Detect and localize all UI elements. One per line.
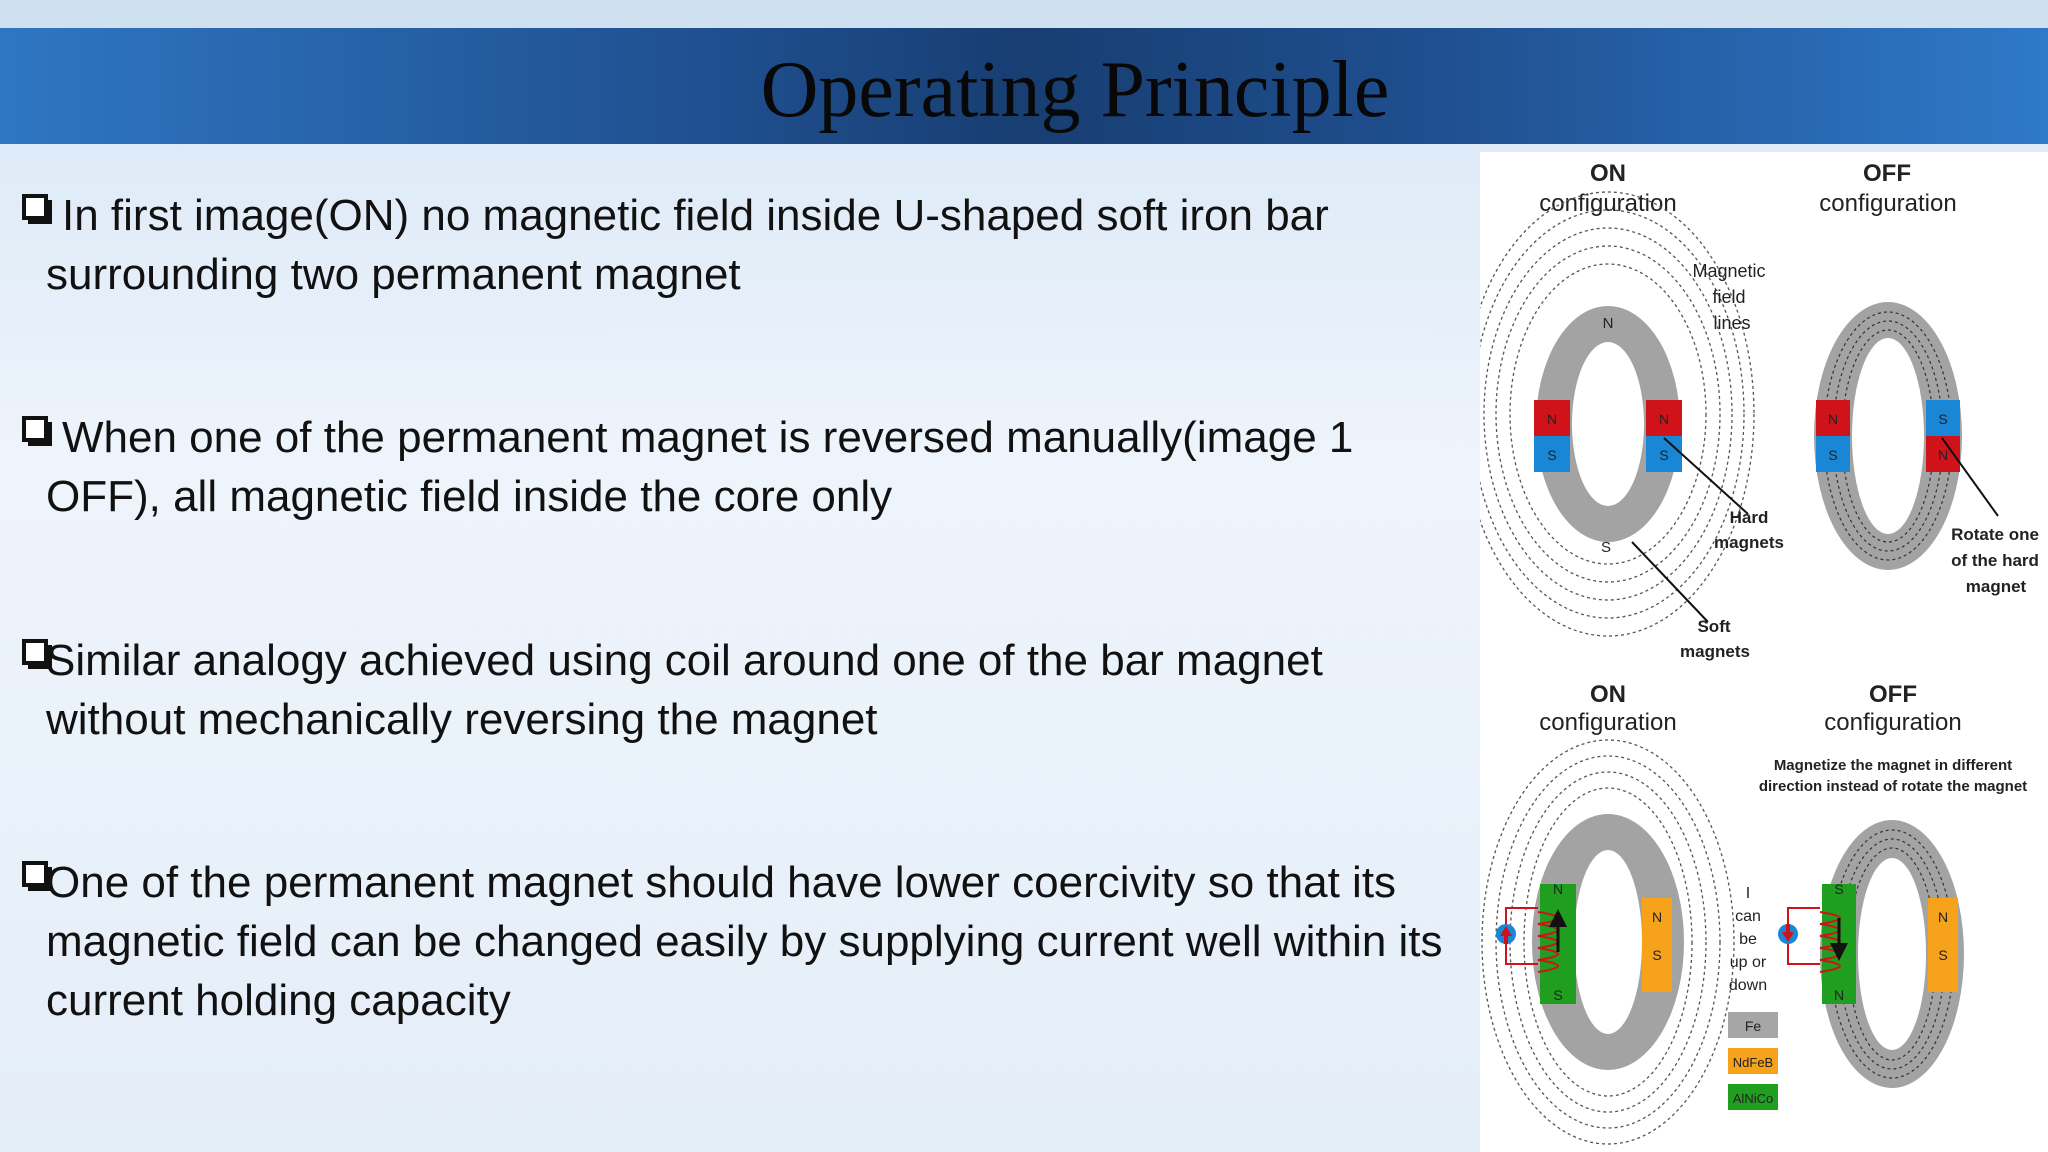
pole-label: S	[1938, 947, 1947, 963]
legend-swatch-fe	[1728, 1012, 1778, 1038]
top-on-hard-magnet-right-n	[1646, 400, 1682, 436]
note-text: be	[1739, 931, 1757, 948]
pole-label: N	[1938, 909, 1948, 925]
bullet-item: In first image(ON) no magnetic field ins…	[18, 186, 1458, 304]
note-text: can	[1735, 908, 1761, 925]
top-off-subtitle: configuration	[1819, 190, 1956, 217]
top-off-title: OFF	[1863, 160, 1911, 187]
pole-label: S	[1553, 987, 1562, 1003]
top-off-hard-magnet-right-s	[1926, 400, 1960, 436]
top-on-subtitle: configuration	[1539, 190, 1676, 217]
callout-text: field	[1712, 287, 1745, 307]
legend-swatch-alnico	[1728, 1084, 1778, 1110]
pole-label: S	[1938, 411, 1947, 427]
pole-label: N	[1547, 411, 1557, 427]
bottom-on-iron-ring	[1532, 814, 1684, 1070]
pole-label: N	[1938, 447, 1948, 463]
title-bar	[0, 28, 2048, 144]
top-on-title: ON	[1590, 160, 1626, 187]
checkbox-bullet-icon	[22, 861, 52, 891]
checkbox-bullet-icon	[22, 194, 52, 224]
bullet-item: Similar analogy achieved using coil arou…	[18, 631, 1458, 749]
callout-text: Soft	[1697, 617, 1730, 636]
pole-label: S	[1547, 447, 1556, 463]
note-text: Magnetize the magnet in different	[1774, 757, 2012, 774]
bullet-text: In first image(ON) no magnetic field ins…	[46, 191, 1329, 299]
legend-label: Fe	[1745, 1018, 1762, 1034]
note-text: up or	[1730, 954, 1767, 971]
callout-text: Rotate one	[1951, 525, 2039, 544]
magnet-diagram: ON configuration N S N S N S Magnetic fi…	[1480, 160, 2039, 1145]
pole-label: N	[1659, 411, 1669, 427]
top-off-hard-magnet-left-n	[1816, 400, 1850, 436]
top-on-hard-magnet-right-s	[1646, 436, 1682, 472]
rotate-callout: Rotate one of the hard magnet	[1951, 525, 2039, 596]
top-on-field-lines	[1480, 191, 1755, 637]
top-on-iron-ring	[1536, 306, 1680, 542]
note-text: down	[1729, 977, 1767, 994]
bullet-text: One of the permanent magnet should have …	[46, 858, 1443, 1025]
magnetize-note: Magnetize the magnet in different direct…	[1759, 757, 2027, 795]
magnet-configuration-figure: ON configuration N S N S N S Magnetic fi…	[1480, 152, 2048, 1152]
bottom-on-subtitle: configuration	[1539, 709, 1676, 736]
bottom-off-subtitle: configuration	[1824, 709, 1961, 736]
pole-label: N	[1828, 411, 1838, 427]
callout-text: Hard	[1730, 508, 1769, 527]
checkbox-bullet-icon	[22, 639, 52, 669]
callout-text: magnets	[1714, 533, 1784, 552]
legend-label: NdFeB	[1733, 1055, 1773, 1070]
bottom-on-field-lines	[1481, 739, 1735, 1145]
slide-title: Operating Principle	[760, 46, 1390, 134]
pole-label: N	[1652, 909, 1662, 925]
pole-label: S	[1652, 947, 1661, 963]
slide-top-strip	[0, 0, 2048, 28]
pole-label: N	[1834, 987, 1844, 1003]
note-text: I	[1746, 885, 1750, 902]
material-legend: Fe NdFeB AlNiCo	[1728, 1012, 1778, 1110]
bottom-on-ndfeb-magnet	[1642, 898, 1672, 992]
bullet-text: When one of the permanent magnet is reve…	[46, 413, 1354, 521]
hard-magnets-callout: Hard magnets	[1714, 508, 1784, 552]
pole-label: S	[1659, 447, 1668, 463]
bullet-item: One of the permanent magnet should have …	[18, 853, 1458, 1030]
bullet-text: Similar analogy achieved using coil arou…	[46, 636, 1323, 744]
top-off-hard-magnet-left-s	[1816, 436, 1850, 472]
pole-label: S	[1601, 539, 1611, 556]
bottom-on-title: ON	[1590, 681, 1626, 708]
pole-label: N	[1603, 315, 1614, 332]
hard-magnets-pointer	[1663, 437, 1749, 515]
current-direction-note: I can be up or down	[1729, 885, 1767, 994]
bottom-off-ndfeb-magnet	[1928, 898, 1958, 992]
up-arrow-icon	[1500, 926, 1512, 944]
pole-label: S	[1834, 881, 1843, 897]
rotate-pointer	[1941, 437, 1999, 517]
legend-label: AlNiCo	[1733, 1091, 1773, 1106]
callout-text: lines	[1713, 313, 1750, 333]
callout-text: of the hard	[1951, 551, 2039, 570]
pole-label: S	[1828, 447, 1837, 463]
note-text: direction instead of rotate the magnet	[1759, 778, 2027, 795]
pole-label: N	[1553, 881, 1563, 897]
top-on-hard-magnet-left-n	[1534, 400, 1570, 436]
down-arrow-icon	[1782, 924, 1794, 942]
legend-swatch-ndfeb	[1728, 1048, 1778, 1074]
soft-magnets-pointer	[1631, 541, 1709, 623]
callout-text: Magnetic	[1692, 261, 1765, 281]
field-lines-callout: Magnetic field lines	[1692, 261, 1765, 333]
top-on-hard-magnet-left-s	[1534, 436, 1570, 472]
bottom-off-title: OFF	[1869, 681, 1917, 708]
bullet-item: When one of the permanent magnet is reve…	[18, 408, 1458, 526]
callout-text: magnets	[1680, 642, 1750, 661]
checkbox-bullet-icon	[22, 416, 52, 446]
soft-magnets-callout: Soft magnets	[1680, 617, 1750, 661]
callout-text: magnet	[1966, 577, 2027, 596]
